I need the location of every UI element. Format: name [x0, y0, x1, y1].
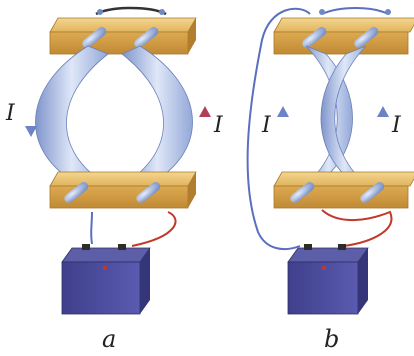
battery-wire-blue	[91, 212, 92, 244]
left-current-label: I	[5, 101, 16, 126]
top-wood-block	[274, 18, 414, 54]
bottom-wood-block	[50, 172, 196, 208]
top-connecting-wire-b	[322, 8, 388, 14]
battery	[288, 244, 368, 314]
left-current-label: I	[261, 113, 272, 138]
panel-caption: a	[102, 325, 116, 353]
top-wood-block	[50, 18, 196, 54]
battery	[62, 244, 150, 314]
right-current-arrow-up	[199, 106, 211, 137]
panel-b: I I b	[248, 8, 414, 353]
panel-a: I I a	[5, 8, 224, 353]
left-current-arrow-up	[277, 106, 289, 137]
right-current-arrow-up	[377, 106, 389, 137]
top-connecting-wire	[96, 8, 166, 14]
right-foil-strip	[122, 46, 193, 186]
battery-wire-red	[132, 212, 176, 246]
right-current-label: I	[213, 113, 224, 138]
left-foil-strip	[35, 46, 108, 186]
panel-caption: b	[324, 325, 339, 353]
right-current-label: I	[391, 113, 402, 138]
battery-wire-red	[322, 210, 391, 246]
